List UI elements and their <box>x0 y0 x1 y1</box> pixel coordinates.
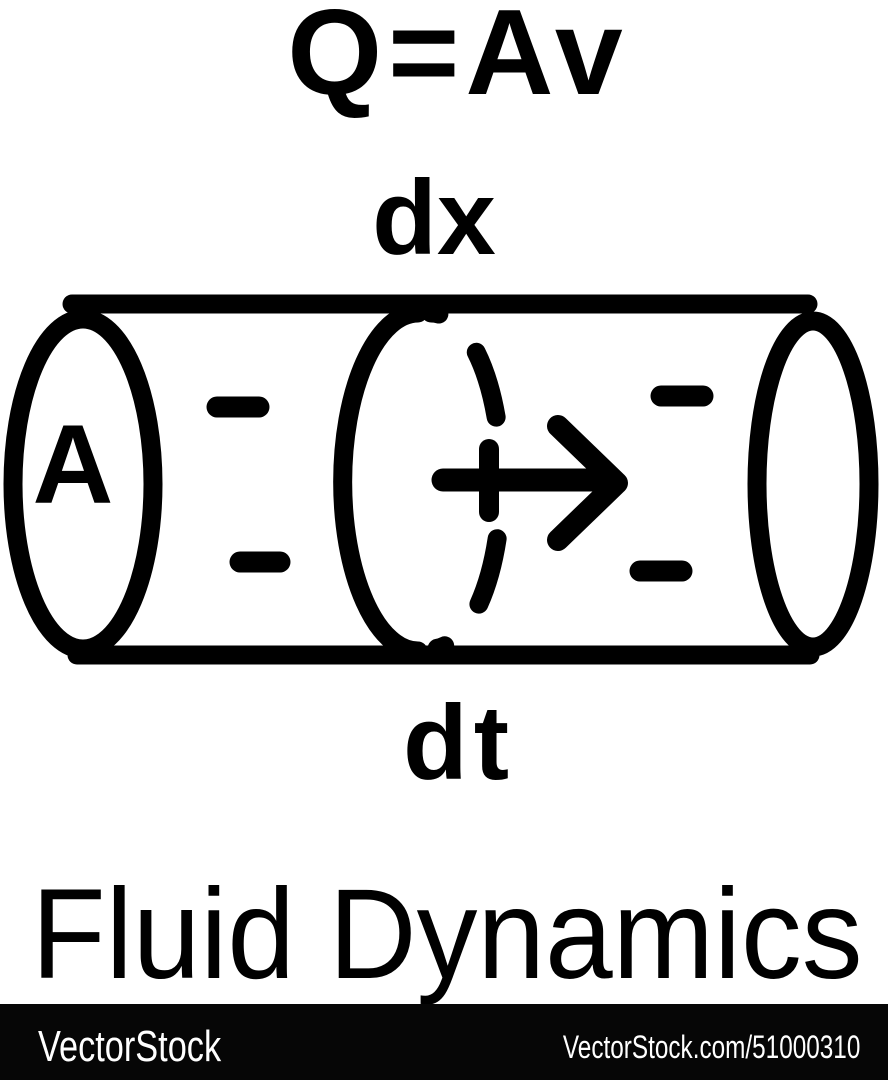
watermark-url: VectorStock.com/51000310 <box>562 1029 860 1065</box>
watermark-bar: VectorStock VectorStock.com/51000310 <box>0 1004 888 1080</box>
dx-label: dx <box>372 159 496 277</box>
pipe-right-cap-ellipse <box>747 311 879 657</box>
page-title: Fluid Dynamics <box>31 863 863 1006</box>
dt-label: dt <box>402 684 516 802</box>
pipe-left-cap-ellipse <box>3 309 163 659</box>
flow-arrow-head <box>547 415 628 551</box>
area-label: A <box>33 402 114 527</box>
pipe-diagram: A <box>3 294 879 665</box>
cross-section-front-arc <box>333 303 428 661</box>
watermark-brand: VectorStock <box>38 1022 222 1071</box>
formula-text: Q=Av <box>287 0 629 120</box>
